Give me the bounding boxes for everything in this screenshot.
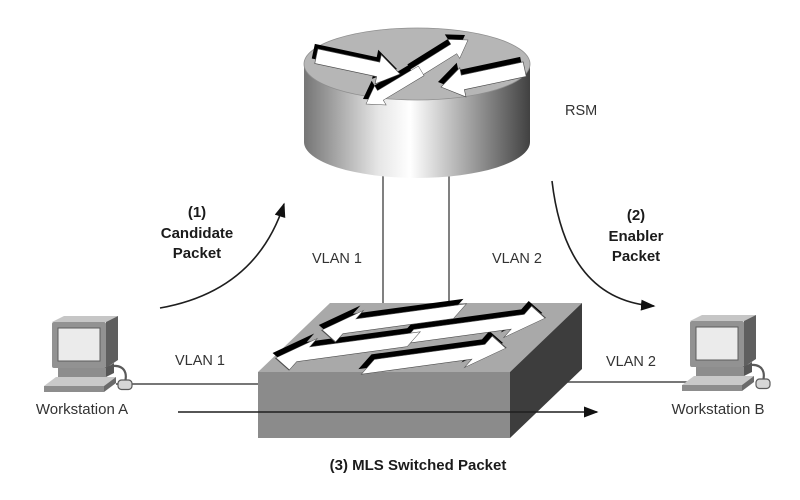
candidate-packet-label: (1) Candidate Packet bbox=[161, 203, 234, 265]
workstation-a-icon bbox=[42, 314, 134, 394]
switch-icon bbox=[244, 290, 582, 438]
workstation-b-label: Workstation B bbox=[671, 401, 765, 418]
enabler-packet-name1: Enabler bbox=[608, 227, 664, 245]
candidate-packet-arrow bbox=[159, 202, 286, 309]
candidate-packet-name1: Candidate bbox=[160, 224, 234, 242]
router-icon bbox=[303, 26, 531, 178]
candidate-packet-name2: Packet bbox=[172, 245, 222, 262]
trunk-vlan1-label: VLAN 1 bbox=[312, 251, 362, 267]
mls-switched-packet-label: (3) MLS Switched Packet bbox=[329, 457, 507, 474]
workstation-b-icon bbox=[680, 313, 772, 393]
enabler-packet-arrow bbox=[551, 180, 656, 311]
enabler-packet-name2: Packet bbox=[611, 248, 661, 265]
candidate-packet-number: (1) bbox=[187, 204, 207, 221]
access-vlan2-label: VLAN 2 bbox=[606, 354, 656, 370]
router-label: RSM bbox=[565, 103, 598, 119]
access-vlan1-label: VLAN 1 bbox=[175, 353, 225, 369]
enabler-packet-label: (2) Enabler Packet bbox=[608, 206, 663, 268]
enabler-packet-number: (2) bbox=[626, 207, 646, 224]
trunk-vlan2-label: VLAN 2 bbox=[492, 251, 542, 267]
workstation-a-label: Workstation A bbox=[35, 401, 129, 418]
